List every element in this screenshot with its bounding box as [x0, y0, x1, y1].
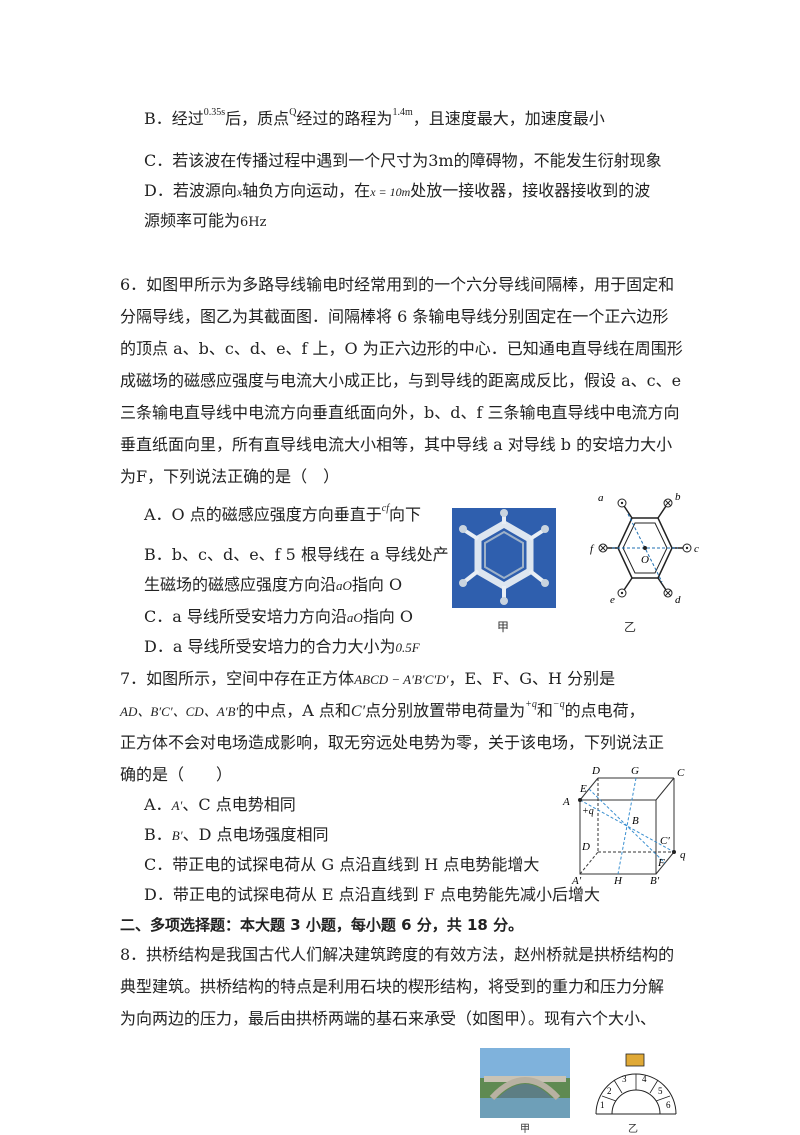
q7-stem-1: 7．如图所示，空间中存在正方体ABCD − A′B′C′D′，E、F、G、H 分… — [120, 669, 616, 688]
q6-stem-4: 成磁场的磁感应强度与电流大小成正比，与到导线的距离成反比，假设 a、c、e — [120, 371, 682, 390]
q5-option-b: B．经过0.35s后，质点Q经过的路程为1.4m，且速度最大，加速度最小 — [144, 107, 605, 128]
svg-text:3: 3 — [622, 1074, 627, 1084]
arch-diagram: 1 2 3 4 5 6 — [595, 1053, 677, 1115]
cube-diagram: D G C E A +q B C′ q D F A′ H B′ — [562, 765, 686, 886]
svg-text:+q: +q — [582, 806, 594, 817]
q6-option-b-line1: B．b、c、d、e、f 5 根导线在 a 导线处产 — [144, 545, 449, 564]
q6-stem-3: 的顶点 a、b、c、d、e、f 上，O 为正六边形的中心．已知通电直导线在周围形 — [120, 339, 683, 358]
q7-stem-2: AD、B′C′、CD、A′B′的中点，A 点和C′点分别放置带电荷量为+q和−q… — [120, 699, 645, 720]
svg-text:H: H — [613, 875, 623, 886]
q5-option-c: C．若该波在传播过程中遇到一个尺寸为3m的障碍物，不能发生衍射现象 — [144, 151, 662, 170]
q7-option-d: D．带正电的试探电荷从 E 点沿直线到 F 点电势能先减小后增大 — [144, 885, 600, 904]
svg-text:A′: A′ — [571, 875, 582, 886]
q6-stem-5: 三条输电直导线中电流方向垂直纸面向外，b、d、f 三条输电直导线中电流方向 — [120, 403, 680, 422]
svg-text:G: G — [631, 765, 639, 777]
hex-label-e: e — [610, 594, 615, 606]
svg-text:D: D — [591, 765, 600, 777]
hexagon-diagram: a b c d e f O — [590, 491, 699, 606]
svg-text:5: 5 — [658, 1086, 663, 1096]
q6-stem-2: 分隔导线，图乙为其截面图．间隔棒将 6 条输电导线分别固定在一个正六边形 — [120, 307, 669, 326]
svg-text:1: 1 — [600, 1100, 605, 1110]
svg-text:6: 6 — [666, 1100, 671, 1110]
q8-fig-yi-caption: 乙 — [628, 1124, 638, 1135]
q6-stem-6: 垂直纸面向里，所有直导线电流大小相等，其中导线 a 对导线 b 的安培力大小 — [120, 435, 673, 454]
q8-fig-jia-caption: 甲 — [520, 1124, 530, 1135]
svg-text:B′: B′ — [650, 875, 660, 886]
q8-stem-3: 为向两边的压力，最后由拱桥两端的基石来承受（如图甲）。现有六个大小、 — [120, 1009, 657, 1028]
section-2-heading: 二、多项选择题：本大题 3 小题，每小题 6 分，共 18 分。 — [120, 916, 524, 934]
svg-text:B: B — [632, 815, 639, 827]
q7-stem-3: 正方体不会对电场造成影响，取无穷远处电势为零，关于该电场，下列说法正 — [120, 733, 665, 752]
q8-stem-2: 典型建筑。拱桥结构的特点是利用石块的楔形结构，将受到的重力和压力分解 — [120, 977, 665, 996]
svg-text:2: 2 — [607, 1086, 612, 1096]
q6-option-d: D．a 导线所受安培力的合力大小为0.5F — [144, 637, 420, 656]
hex-label-c: c — [694, 543, 699, 555]
svg-text:q: q — [680, 849, 686, 861]
bridge-photo — [480, 1048, 570, 1118]
svg-text:4: 4 — [642, 1074, 647, 1084]
q7-stem-4: 确的是（ ） — [120, 765, 233, 784]
svg-text:A: A — [562, 796, 570, 808]
q5-option-d-line1: D．若波源向x轴负方向运动，在x = 10m处放一接收器，接收器接收到的波 — [144, 181, 651, 200]
q6-option-c: C．a 导线所受安培力方向沿aO指向 O — [144, 607, 413, 626]
q7-option-c: C．带正电的试探电荷从 G 点沿直线到 H 点电势能增大 — [144, 855, 540, 874]
q6-option-b-line2: 生磁场的磁感应强度方向沿aO指向 O — [144, 575, 403, 594]
svg-text:C: C — [677, 767, 685, 779]
hex-label-o: O — [641, 554, 649, 566]
q7-option-a: A．A′、C 点电势相同 — [144, 795, 296, 814]
hex-label-b: b — [675, 491, 681, 503]
q6-stem-1: 6．如图甲所示为多路导线输电时经常用到的一个六分导线间隔棒，用于固定和 — [120, 275, 675, 294]
spacer-photo — [452, 508, 556, 608]
q6-option-a: A．O 点的磁感应强度方向垂直于cf向下 — [144, 503, 421, 524]
q5-option-d-line2: 源频率可能为6Hz — [144, 211, 267, 230]
hex-label-f: f — [590, 543, 595, 555]
svg-text:F: F — [657, 857, 665, 869]
q7-option-b: B．B′、D 点电场强度相同 — [144, 825, 329, 844]
fig-jia-caption: 甲 — [497, 620, 510, 634]
q8-stem-1: 8．拱桥结构是我国古代人们解决建筑跨度的有效方法，赵州桥就是拱桥结构的 — [120, 945, 675, 964]
q6-stem-7: 为F，下列说法正确的是（ ） — [120, 467, 340, 486]
svg-text:C′: C′ — [660, 835, 670, 847]
hex-label-a: a — [598, 492, 604, 504]
svg-text:D: D — [581, 841, 590, 853]
svg-text:E: E — [579, 783, 587, 795]
fig-yi-caption: 乙 — [624, 620, 637, 634]
hex-label-d: d — [675, 594, 681, 606]
